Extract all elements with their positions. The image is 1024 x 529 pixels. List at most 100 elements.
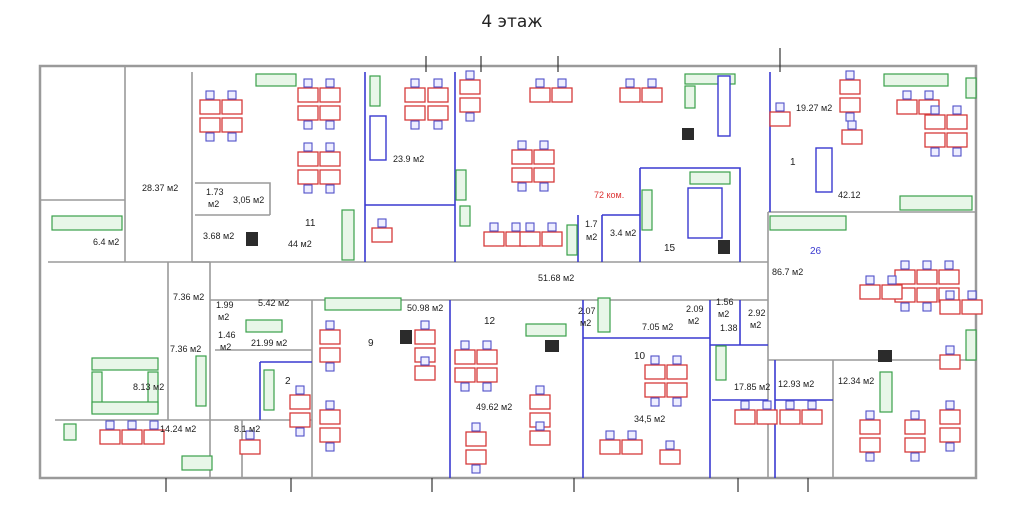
desk-part <box>939 354 961 370</box>
label-7-36-a: 7.36 м2 <box>173 292 204 302</box>
desk-part <box>199 99 221 115</box>
room-number-9: 9 <box>368 338 374 349</box>
desk-part <box>319 169 341 185</box>
desk-part <box>672 355 682 365</box>
desk-part <box>551 87 573 103</box>
desk-part <box>627 430 637 440</box>
label-8-13: 8.13 м2 <box>133 382 164 392</box>
desk-part <box>483 231 505 247</box>
label-1-56-unit: м2 <box>718 309 729 319</box>
desk-part <box>845 70 855 80</box>
desk-part <box>916 269 938 285</box>
desk-part <box>325 78 335 88</box>
desk-part <box>557 78 567 88</box>
desk-part <box>841 129 863 145</box>
desk-part <box>319 105 341 121</box>
desk-part <box>946 132 968 148</box>
desk-part <box>946 114 968 130</box>
desk-part <box>619 87 641 103</box>
desk-part <box>659 449 681 465</box>
label-2-09-unit: м2 <box>688 316 699 326</box>
label-3-68: 3.68 м2 <box>203 231 234 241</box>
room-number-15: 15 <box>664 243 676 254</box>
desk-part <box>297 169 319 185</box>
label-1-99: 1.99 <box>216 300 234 310</box>
label-28-37: 28.37 м2 <box>142 183 178 193</box>
desk-part <box>303 120 313 130</box>
label-17-85: 17.85 м2 <box>734 382 770 392</box>
label-12-34: 12.34 м2 <box>838 376 874 386</box>
structural-walls <box>40 66 976 478</box>
desk-part <box>945 345 955 355</box>
desk-part <box>859 419 881 435</box>
desk-part <box>535 421 545 431</box>
label-1-46: 1.46 <box>218 330 236 340</box>
desk-part <box>105 420 115 430</box>
desk-part <box>541 231 563 247</box>
desk-part <box>121 429 143 445</box>
desk-part <box>303 78 313 88</box>
label-44: 44 м2 <box>288 239 312 249</box>
desk-part <box>99 429 121 445</box>
desk-part <box>245 430 255 440</box>
desk-part <box>939 427 961 443</box>
desk-part <box>769 111 791 127</box>
desk-part <box>605 430 615 440</box>
desk-part <box>465 112 475 122</box>
desk-part <box>414 329 436 345</box>
desk-part <box>945 290 955 300</box>
label-7-36-b: 7.36 м2 <box>170 344 201 354</box>
desk-part <box>644 364 666 380</box>
desk-part <box>734 409 756 425</box>
desk-part <box>295 427 305 437</box>
label-72: 72 ком. <box>594 190 624 200</box>
desk-part <box>529 430 551 446</box>
desk-part <box>205 90 215 100</box>
label-34-5: 34,5 м2 <box>634 414 665 424</box>
column-ticks <box>165 48 809 492</box>
desk-part <box>599 439 621 455</box>
desk-part <box>319 87 341 103</box>
label-2-07: 2.07 <box>578 306 596 316</box>
desk-part <box>511 167 533 183</box>
desk-part <box>454 367 476 383</box>
label-2-07-unit: м2 <box>580 318 591 328</box>
desk-part <box>807 400 817 410</box>
desk-part <box>666 382 688 398</box>
label-1-7-unit: м2 <box>586 232 597 242</box>
shelving <box>369 75 833 239</box>
desk-part <box>896 99 918 115</box>
desk-part <box>239 439 261 455</box>
room-labels: 28.37 м2 1.73 м2 3,05 м2 6.4 м2 3.68 м2 … <box>93 103 874 434</box>
desk-part <box>894 269 916 285</box>
label-1-7: 1.7 <box>585 219 598 229</box>
label-42-12: 42.12 <box>838 190 861 200</box>
desk-part <box>471 464 481 474</box>
desk-part <box>922 260 932 270</box>
label-1-73-unit: м2 <box>208 199 219 209</box>
desk-part <box>459 97 481 113</box>
desk-part <box>465 431 487 447</box>
desk-part <box>410 78 420 88</box>
desk-part <box>517 182 527 192</box>
desk-part <box>845 112 855 122</box>
label-2-92: 2.92 <box>748 308 766 318</box>
desk-part <box>227 132 237 142</box>
desk-part <box>756 409 778 425</box>
desk-part <box>967 290 977 300</box>
room-number-12: 12 <box>484 316 496 327</box>
desk-part <box>517 140 527 150</box>
desk-part <box>930 105 940 115</box>
desk-part <box>319 347 341 363</box>
desk-part <box>325 142 335 152</box>
inner-partitions <box>259 72 833 478</box>
room-number-11: 11 <box>305 218 316 229</box>
desk-part <box>904 437 926 453</box>
desk-part <box>547 222 557 232</box>
desk-part <box>535 78 545 88</box>
desk-part <box>297 87 319 103</box>
label-1-73: 1.73 <box>206 187 224 197</box>
desk-part <box>289 394 311 410</box>
label-2-09: 2.09 <box>686 304 704 314</box>
desk-part <box>476 349 498 365</box>
